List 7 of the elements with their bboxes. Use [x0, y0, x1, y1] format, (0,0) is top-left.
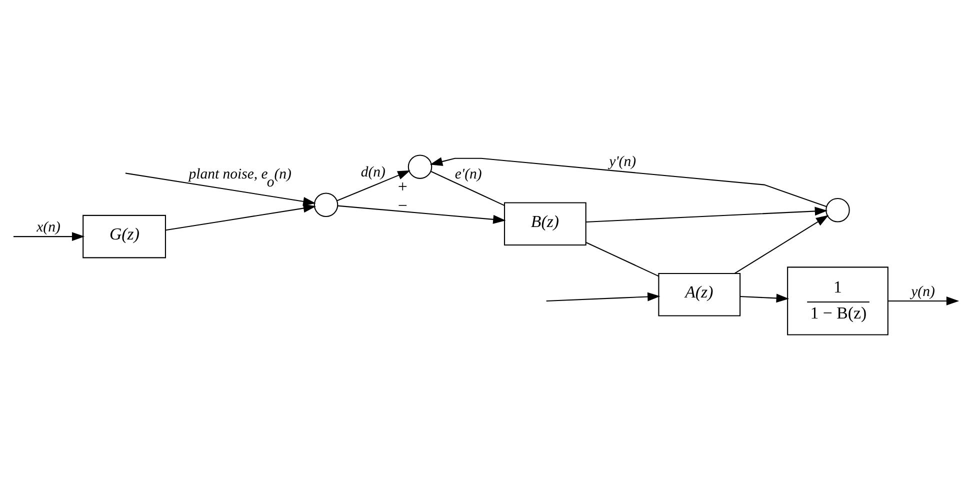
edge-label: x(n) — [36, 219, 60, 236]
node-label: + — [398, 176, 408, 196]
edge-label: e'(n) — [454, 166, 482, 183]
node-label: − — [398, 196, 408, 215]
edge-label: y'(n) — [609, 154, 636, 170]
edge-label: y(n) — [911, 284, 935, 300]
edge-label: d(n) — [360, 164, 386, 181]
